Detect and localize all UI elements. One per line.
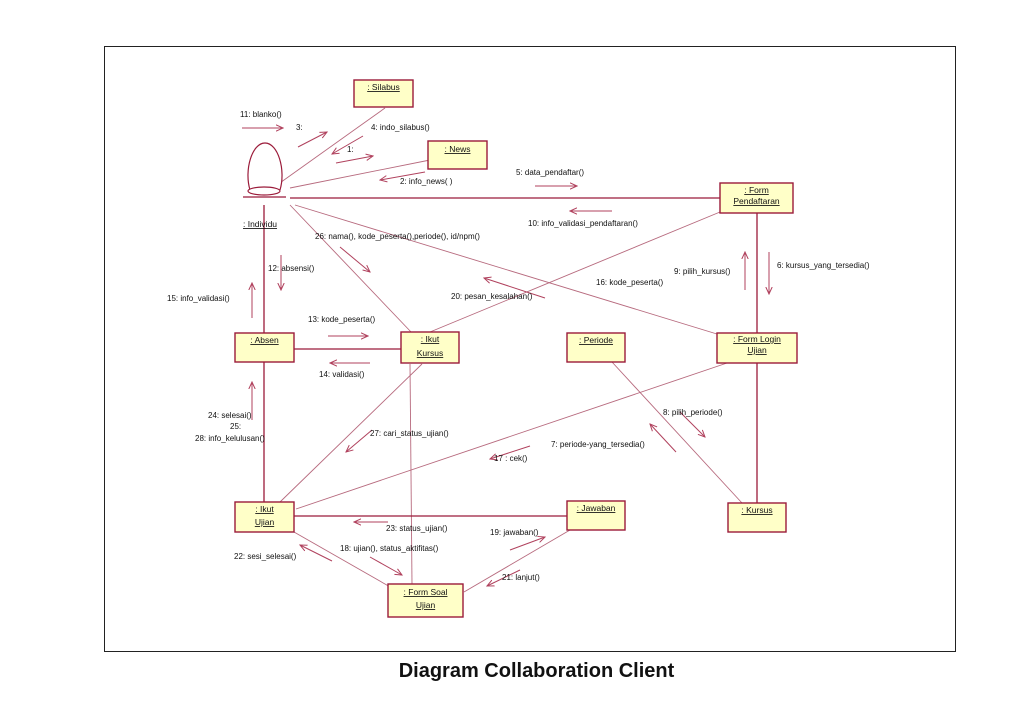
- object-jawaban: : Jawaban: [566, 500, 626, 531]
- object-kursus: : Kursus: [727, 502, 787, 533]
- link-ikut-kursus-form-pendaftaran: [429, 211, 721, 333]
- msg-10: 10: info_validasi_pendaftaran(): [528, 219, 638, 228]
- link-form-soal-jawaban: [463, 529, 571, 593]
- msg-11: 11: blanko(): [240, 110, 282, 119]
- link-individu-silabus: [269, 107, 386, 191]
- diagram-caption: Diagram Collaboration Client: [398, 660, 675, 682]
- actor-individu: : Individu: [243, 142, 286, 229]
- arrow-m18: [369, 556, 402, 575]
- svg-text:: Form: : Form: [744, 185, 769, 195]
- object-absen: : Absen: [234, 332, 295, 363]
- arrow-m22: [300, 545, 333, 562]
- msg-28: 28: info_kelulusan(): [195, 434, 265, 443]
- actor-base: [247, 186, 281, 196]
- msg-15: 15: info_validasi(): [167, 294, 230, 303]
- link-periode-kursus: [611, 361, 743, 504]
- msg-4: 4: indo_silabus(): [371, 123, 430, 132]
- link-ikut-kursus-form-soal: [409, 363, 413, 585]
- svg-text:: Kursus: : Kursus: [741, 505, 772, 515]
- svg-text:: Form Login: : Form Login: [733, 334, 781, 344]
- object-form-pendaftaran: : Form Pendaftaran: [719, 182, 794, 214]
- link-ikut-ujian-form-login: [295, 361, 731, 510]
- msg-27: 27: cari_status_ujian(): [370, 429, 449, 438]
- svg-text:: Ikut: : Ikut: [421, 334, 440, 344]
- msg-23: 23: status_ujian(): [386, 524, 448, 533]
- msg-25: 25:: [230, 422, 241, 431]
- arrow-m3: [297, 132, 327, 148]
- object-ikut-ujian: : Ikut Ujian: [234, 501, 295, 533]
- actor-label: : Individu: [243, 219, 277, 229]
- svg-text:Ujian: Ujian: [747, 345, 767, 355]
- msg-9: 9: pilih_kursus(): [674, 267, 731, 276]
- arrow-m4: [332, 135, 364, 154]
- msg-18: 18: ujian(), status_aktifitas(): [340, 544, 439, 553]
- msg-17: 17 : cek(): [494, 454, 528, 463]
- svg-text:Pendaftaran: Pendaftaran: [733, 196, 780, 206]
- msg-12: 12: absensi(): [268, 264, 315, 273]
- message-arrows: [242, 128, 769, 586]
- msg-5: 5: data_pendaftar(): [516, 168, 584, 177]
- object-periode: : Periode: [566, 332, 626, 363]
- link-individu-form-login: [294, 204, 731, 339]
- svg-text:: News: : News: [445, 144, 471, 154]
- object-form-soal-ujian: : Form Soal Ujian: [387, 583, 464, 618]
- msg-16: 16: kode_peserta(): [596, 278, 663, 287]
- msg-1: 1:: [347, 145, 354, 154]
- svg-text:Ujian: Ujian: [255, 517, 275, 527]
- msg-7: 7: periode-yang_tersedia(): [551, 440, 645, 449]
- arrow-m17: [490, 445, 531, 459]
- diagram-frame: [104, 46, 956, 652]
- svg-text:: Silabus: : Silabus: [367, 82, 400, 92]
- svg-text:Kursus: Kursus: [417, 348, 443, 358]
- arrow-m7: [650, 424, 677, 453]
- msg-24: 24: selesai(): [208, 411, 252, 420]
- msg-19: 19: jawaban(): [490, 528, 539, 537]
- svg-text:Ujian: Ujian: [416, 600, 436, 610]
- object-ikut-kursus: : Ikut Kursus: [400, 331, 460, 364]
- msg-22: 22: sesi_selesai(): [234, 552, 297, 561]
- link-ikut-ujian-form-soal: [293, 531, 393, 589]
- msg-26: 26: nama(), kode_peserta(),periode(), id…: [315, 232, 480, 241]
- arrow-m19: [509, 537, 545, 551]
- message-labels: 11: blanko() 3: 4: indo_silabus() 1: 2: …: [167, 110, 870, 582]
- msg-3: 3:: [296, 123, 303, 132]
- msg-8: 8: pilih_periode(): [663, 408, 723, 417]
- svg-text:: Jawaban: : Jawaban: [577, 503, 616, 513]
- association-links: [263, 107, 758, 593]
- msg-2: 2: info_news( ): [400, 177, 453, 186]
- link-individu-news: [289, 159, 431, 189]
- msg-21: 21: lanjut(): [502, 573, 540, 582]
- link-individu-ikut-kursus: [289, 204, 413, 334]
- actor-figure-icon: [247, 142, 283, 191]
- msg-20: 20: pesan_kesalahan(): [451, 292, 533, 301]
- object-silabus: : Silabus: [353, 79, 414, 108]
- arrow-m26: [339, 246, 370, 272]
- link-ikut-kursus-ikut-ujian: [279, 363, 423, 503]
- arrow-m27: [346, 429, 373, 452]
- arrow-m1: [335, 156, 373, 164]
- object-form-login-ujian: : Form Login Ujian: [716, 332, 798, 364]
- msg-13: 13: kode_peserta(): [308, 315, 375, 324]
- arrow-m20: [484, 278, 546, 299]
- msg-14: 14: validasi(): [319, 370, 365, 379]
- svg-text:: Ikut: : Ikut: [255, 504, 274, 514]
- msg-6: 6: kursus_yang_tersedia(): [777, 261, 870, 270]
- svg-text:: Periode: : Periode: [579, 335, 613, 345]
- svg-text:: Absen: : Absen: [250, 335, 279, 345]
- arrow-m21: [487, 569, 521, 586]
- object-news: : News: [427, 140, 488, 170]
- arrow-m2: [380, 171, 426, 180]
- arrow-m8: [679, 411, 705, 437]
- svg-text:: Form Soal: : Form Soal: [404, 587, 448, 597]
